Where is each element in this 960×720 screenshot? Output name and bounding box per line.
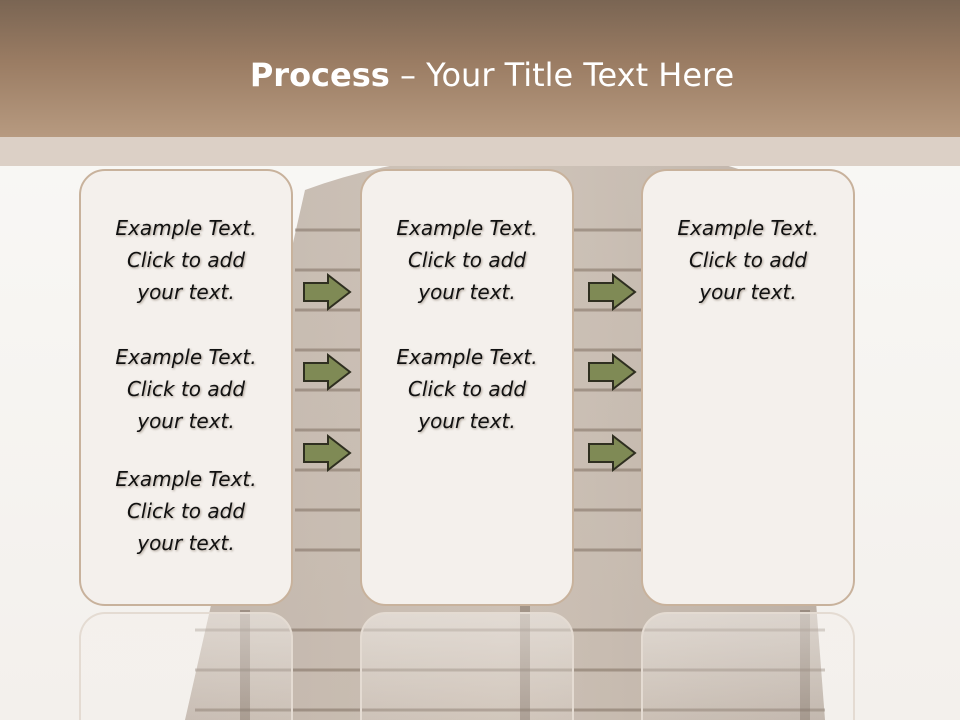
process-card-2[interactable]: Example Text. Click to add your text. Ex… — [360, 169, 574, 606]
text-line: your text. — [699, 280, 797, 304]
text-line: Click to add — [688, 248, 808, 272]
arrow-right-icon[interactable] — [302, 273, 352, 311]
text-placeholder[interactable]: Example Text. Click to add your text. — [362, 341, 572, 437]
text-line: Example Text. — [396, 345, 538, 369]
card-reflection — [641, 612, 855, 720]
arrow-right-icon[interactable] — [302, 434, 352, 472]
text-line: Click to add — [407, 248, 527, 272]
title-strong: Process — [249, 56, 390, 94]
slide-title[interactable]: Process – Your Title Text Here — [0, 55, 960, 95]
text-line: your text. — [418, 409, 516, 433]
text-line: Example Text. — [396, 216, 538, 240]
text-placeholder[interactable]: Example Text. Click to add your text. — [81, 212, 291, 308]
process-card-1[interactable]: Example Text. Click to add your text. Ex… — [79, 169, 293, 606]
text-line: Click to add — [126, 248, 246, 272]
text-line: Example Text. — [115, 467, 257, 491]
arrow-right-icon[interactable] — [587, 434, 637, 472]
arrow-right-icon[interactable] — [302, 353, 352, 391]
text-placeholder[interactable]: Example Text. Click to add your text. — [81, 341, 291, 437]
text-line: Click to add — [126, 377, 246, 401]
text-line: Example Text. — [115, 345, 257, 369]
card-reflection — [79, 612, 293, 720]
header-bar — [0, 0, 960, 137]
arrow-right-icon[interactable] — [587, 273, 637, 311]
card-reflection — [360, 612, 574, 720]
text-placeholder[interactable]: Example Text. Click to add your text. — [643, 212, 853, 308]
title-rest: – Your Title Text Here — [389, 56, 735, 94]
header-stripe — [0, 137, 960, 166]
text-line: your text. — [418, 280, 516, 304]
text-line: Click to add — [407, 377, 527, 401]
arrow-right-icon[interactable] — [587, 353, 637, 391]
text-line: your text. — [137, 409, 235, 433]
text-line: your text. — [137, 280, 235, 304]
text-placeholder[interactable]: Example Text. Click to add your text. — [81, 463, 291, 559]
text-line: Example Text. — [677, 216, 819, 240]
process-card-3[interactable]: Example Text. Click to add your text. — [641, 169, 855, 606]
text-line: Click to add — [126, 499, 246, 523]
text-line: your text. — [137, 531, 235, 555]
text-line: Example Text. — [115, 216, 257, 240]
text-placeholder[interactable]: Example Text. Click to add your text. — [362, 212, 572, 308]
